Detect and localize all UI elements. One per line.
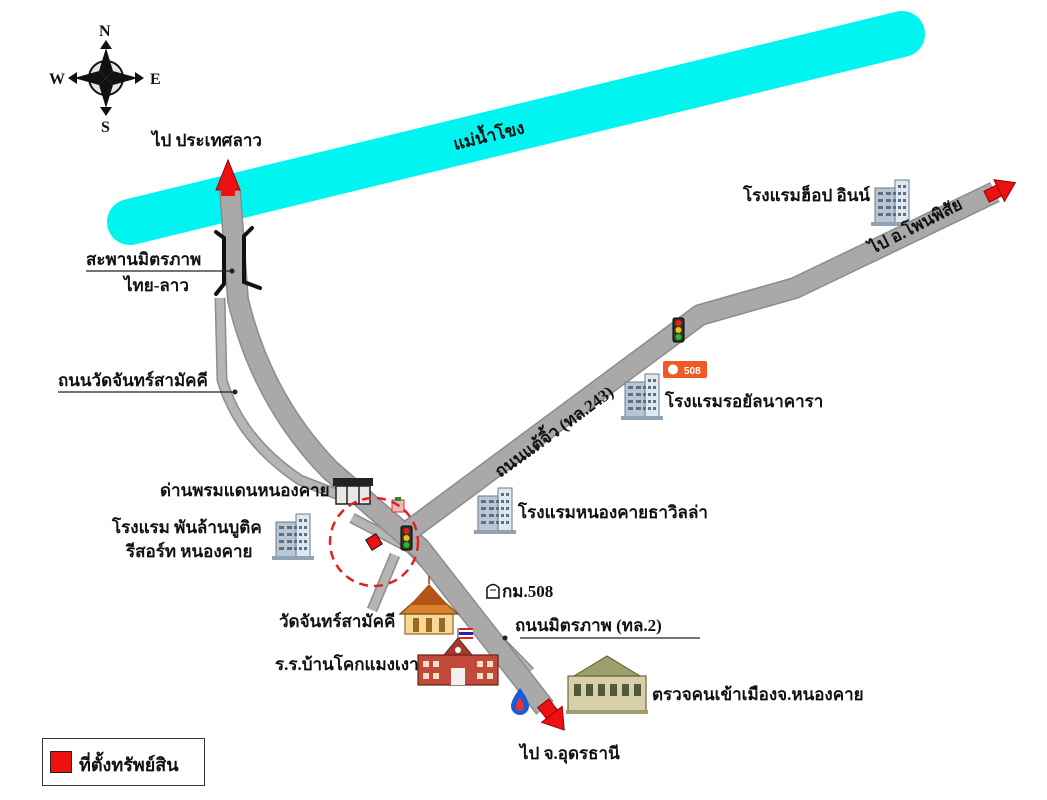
bridge-label-line2: ไทย-ลาว [122, 275, 189, 295]
arrow-to-laos-stem [221, 186, 235, 196]
wat-road-label: ถนนวัดจันทร์สามัคคี [58, 370, 208, 390]
mekong-river [107, 11, 925, 245]
to-laos-label: ไป ประเทศลาว [150, 130, 262, 150]
road-2-label: ถนนมิตรภาพ (ทล.2) [515, 616, 662, 635]
compass-east-label: E [150, 71, 161, 88]
hotel-phan-lan-label-line1: โรงแรม พันล้านบูติค [111, 517, 262, 539]
hotel-royal-label: โรงแรมรอยัลนาคารา [664, 391, 823, 411]
arrow-to-phon-phisai [983, 179, 1017, 203]
compass-west-label: W [49, 71, 65, 88]
km-post-icon [486, 583, 500, 599]
school-building-icon [417, 637, 499, 686]
property-area-circle [328, 496, 420, 588]
customs-gate-icon [333, 478, 373, 505]
leader-lines [58, 270, 700, 639]
hotel-villa-label: โรงแรมหนองคายธาวิลล่า [517, 502, 708, 522]
traffic-light-icon [400, 525, 413, 551]
traffic-light-icon [672, 317, 685, 343]
hotel-villa-icon [473, 487, 517, 535]
bridge-label-line1: สะพานมิตรภาพ [86, 250, 201, 269]
wat-chan-samakkhi-road [216, 297, 354, 504]
wat-label: วัดจันทร์สามัคคี [279, 611, 395, 631]
to-udon-label: ไป จ.อุดรธานี [518, 743, 620, 764]
legend: ที่ตั้งทรัพย์สิน [42, 738, 205, 786]
hotel-hop-inn-label: โรงแรมฮ็อป อินน์ [742, 183, 870, 205]
gas-station-icon [511, 688, 529, 715]
friendship-bridge-symbol [214, 226, 262, 296]
hotel-phan-lan-label-line2: รีสอร์ท หนองคาย [125, 541, 252, 561]
mittraphap-road [220, 189, 553, 714]
school-label: ร.ร.บ้านโคกแมงเงา [275, 654, 419, 674]
hotel-phan-lan-icon [271, 513, 315, 561]
property-marker [365, 533, 383, 551]
legend-property-swatch [50, 751, 72, 773]
road-243 [404, 183, 1000, 538]
store-logo-text: 508 [684, 366, 701, 377]
road-243-label: ถนนแต้จิ้ว (ทล.243) [489, 379, 617, 481]
temple-icon [398, 576, 460, 635]
government-building-icon [566, 655, 648, 714]
compass-south-label: S [101, 119, 110, 136]
compass-north-label: N [99, 23, 111, 40]
compass-rose-icon [68, 40, 144, 116]
temple-road [368, 553, 399, 612]
km-marker-label: กม.508 [502, 582, 553, 601]
road-2-leader-dot [502, 635, 508, 641]
convenience-store-icon: 508 [663, 361, 707, 378]
arrow-to-udon [537, 698, 565, 731]
customs-label: ด่านพรมแดนหนองคาย [160, 481, 330, 500]
legend-property-label: ที่ตั้งทรัพย์สิน [79, 755, 179, 775]
bridge-leader-dot [229, 268, 235, 274]
wat-road-leader-dot [232, 389, 238, 395]
immigration-label: ตรวจคนเข้าเมืองจ.หนองคาย [652, 684, 864, 704]
